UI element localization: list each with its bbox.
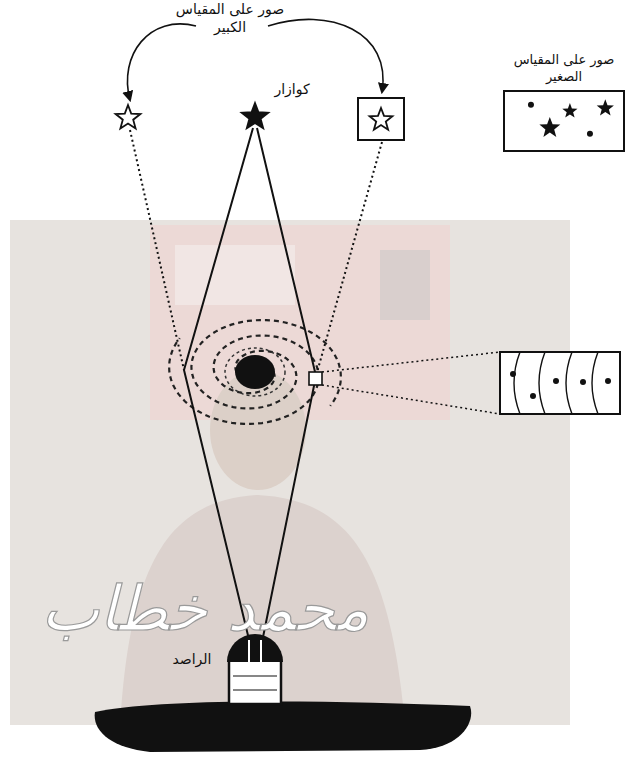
callout-curves <box>127 19 383 100</box>
quasar-label: كوازار <box>262 80 322 98</box>
spiral-arm <box>169 336 318 424</box>
observer-label: الراصد <box>160 650 224 668</box>
caption-label: صور على المقياس الكبير <box>165 0 295 36</box>
faded-photo <box>10 220 570 725</box>
microlensing-zoom <box>309 352 620 414</box>
star-symbol <box>370 108 393 130</box>
panel-heading: صور على المقياس الصغير <box>503 52 625 86</box>
star-symbols <box>116 103 393 130</box>
star-symbol <box>242 103 269 128</box>
observatory-dome <box>95 634 472 752</box>
image-panel: صور على المقياس الصغير <box>503 52 625 152</box>
star-field <box>505 92 623 150</box>
image-box <box>358 98 404 140</box>
light-rays <box>130 128 382 652</box>
panel-frame <box>503 90 625 152</box>
star-symbol <box>116 105 141 129</box>
spiral-galaxy <box>169 320 341 424</box>
watermark: محمد خطاب <box>15 575 395 643</box>
